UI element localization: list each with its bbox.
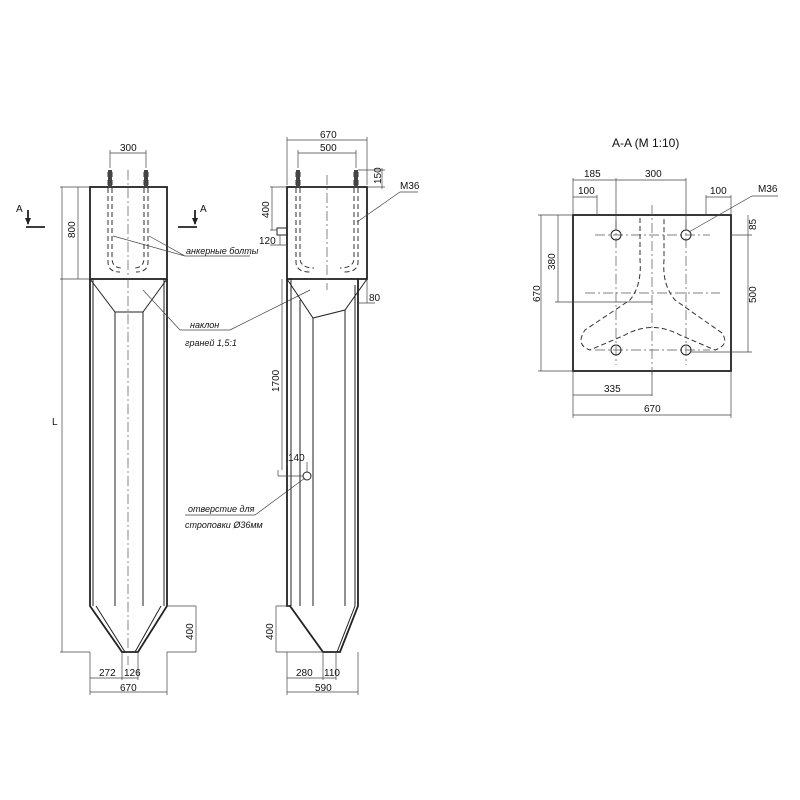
dim-line	[358, 279, 375, 304]
dim-shaft: 1700	[271, 369, 282, 392]
bolt-label: M36	[400, 181, 420, 192]
anchor-bolt	[107, 172, 123, 273]
dim-bolt-spacing: 500	[320, 143, 337, 154]
dim-tip-width: 126	[124, 668, 141, 679]
lifting-lug	[276, 227, 288, 236]
section-mark: A	[200, 204, 207, 215]
dim-185: 185	[584, 169, 601, 180]
dim-width: 670	[320, 130, 337, 141]
dim-line	[275, 605, 359, 695]
dim-line	[572, 178, 732, 230]
bolt-thread	[354, 170, 358, 187]
dim-width: 670	[120, 683, 137, 694]
bolt-label: M36	[758, 184, 778, 195]
front-view: 300 800 L 400 272 126 670 A A	[16, 143, 207, 695]
pile-shaft-inner	[92, 279, 165, 653]
pile-shaft-outline	[286, 279, 359, 653]
dim-line	[358, 168, 385, 189]
dim-100-left: 100	[578, 186, 595, 197]
dim-line	[270, 186, 287, 246]
hole-label: строповки Ø36мм	[185, 520, 263, 530]
chamfer	[89, 278, 168, 606]
dim-line	[167, 605, 197, 653]
leader-line	[356, 191, 418, 223]
leader-line	[112, 235, 250, 257]
hole-label: отверстие для	[188, 504, 255, 514]
anchor-bolt	[295, 172, 315, 273]
dim-tip-offset: 280	[296, 668, 313, 679]
dim-335: 335	[604, 384, 621, 395]
dim-bottom-width: 590	[315, 683, 332, 694]
bolt-thread	[296, 170, 300, 187]
bolt-holes	[610, 229, 692, 356]
annotations: анкерные болты наклон граней 1,5:1 отвер…	[112, 235, 311, 530]
dim-line	[286, 137, 368, 185]
slope-label: наклон	[190, 320, 219, 330]
section-mark: A	[16, 204, 23, 215]
bolt-hole	[610, 344, 622, 356]
centerline	[585, 205, 720, 375]
anchor-bolt	[339, 172, 359, 273]
dim-tip-width: 110	[324, 668, 340, 679]
dim-500: 500	[748, 286, 759, 303]
dim-line	[60, 186, 90, 653]
dim-hole: 140	[288, 453, 305, 464]
dim-bolt-projection: 150	[373, 167, 384, 184]
dim-85: 85	[748, 218, 759, 230]
dim-300: 300	[645, 169, 662, 180]
anchor-bolt	[133, 172, 149, 273]
bolt-hole	[680, 344, 692, 356]
dim-bolt-spacing: 300	[120, 143, 137, 154]
leader-line	[185, 477, 306, 516]
pile-shaft-outline	[89, 279, 168, 653]
section-view: A-A (M 1:10) 185 300 100 100 M36 85 500 …	[532, 136, 778, 418]
pile-head	[89, 186, 168, 280]
leader-line	[688, 195, 778, 233]
dim-head-height: 800	[67, 221, 78, 238]
dim-670-bottom: 670	[644, 404, 661, 415]
dim-line	[572, 371, 732, 418]
dim-380: 380	[547, 253, 558, 270]
dim-tip-height: 400	[265, 623, 276, 640]
section-arrows	[26, 210, 197, 228]
chamfer	[286, 278, 368, 653]
side-view: 670 500 150 400 120 80 1700 140 400 280 …	[259, 130, 420, 695]
dim-step: 80	[369, 293, 381, 304]
dim-670-left: 670	[532, 285, 543, 302]
bolt-thread	[144, 170, 148, 187]
section-title: A-A (M 1:10)	[612, 136, 679, 150]
slope-label: граней 1,5:1	[185, 338, 237, 348]
sling-hole	[302, 471, 312, 481]
anchor-bolts-label: анкерные болты	[186, 246, 259, 256]
dim-length: L	[52, 417, 58, 428]
dim-line	[109, 150, 147, 168]
dim-100-right: 100	[710, 186, 727, 197]
dim-line	[89, 652, 168, 695]
bolt-thread	[108, 170, 112, 187]
reinforcement	[580, 218, 726, 351]
dim-lug-height: 400	[261, 201, 272, 218]
dim-line	[538, 214, 652, 372]
dim-tip-offset: 272	[99, 668, 116, 679]
leader-line	[142, 289, 311, 331]
dim-line	[690, 215, 752, 353]
dim-tip-height: 400	[185, 623, 196, 640]
dim-lug: 120	[259, 236, 276, 247]
dim-line	[277, 462, 308, 477]
